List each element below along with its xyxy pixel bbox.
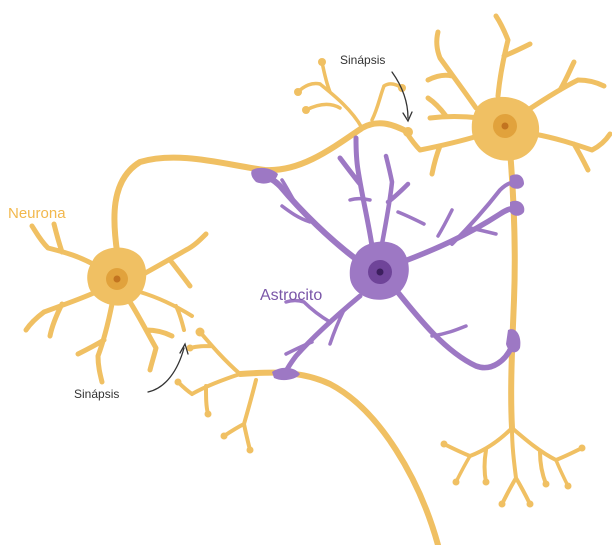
- synapse-top-label: Sinápsis: [340, 53, 385, 67]
- left-axon-terminal-branch: [372, 84, 402, 120]
- astrocyte: [251, 138, 524, 380]
- synaptic-knob: [441, 441, 448, 448]
- top-neuron: [406, 16, 610, 508]
- bottom-neuron-fiber: [175, 328, 439, 545]
- left-neuron-dendrite: [26, 292, 96, 336]
- left-neuron-dendrite: [140, 292, 192, 330]
- astrocyte-process: [432, 326, 466, 336]
- astrocyte-process: [340, 138, 372, 246]
- synaptic-knob: [247, 447, 254, 454]
- synaptic-knob: [453, 479, 460, 486]
- bottom-axon: [240, 373, 438, 545]
- left-neuron: [26, 58, 413, 382]
- astrocyte-process: [264, 176, 360, 262]
- astrocyte-process: [382, 156, 408, 244]
- synaptic-knob: [205, 411, 212, 418]
- synaptic-knob: [565, 483, 572, 490]
- bottom-dendrite-branch: [178, 374, 240, 414]
- neuron-label: Neurona: [8, 205, 66, 222]
- left-neuron-dendrite: [32, 224, 100, 268]
- top-neuron-dendrite: [406, 132, 478, 174]
- astrocyte-endfoot: [272, 368, 300, 380]
- left-neuron-dendrite: [130, 302, 172, 370]
- top-neuron-dendrite: [534, 134, 610, 170]
- synapse-top-arrow: [392, 72, 408, 118]
- synaptic-knob: [499, 501, 506, 508]
- top-neuron-axon: [510, 150, 515, 428]
- astrocyte-label: Astrocito: [260, 287, 322, 304]
- left-neuron-dendrite: [140, 234, 206, 286]
- synaptic-knob: [543, 481, 550, 488]
- synaptic-knob: [221, 433, 228, 440]
- synaptic-knob: [175, 379, 182, 386]
- astrocyte-endfoot: [510, 201, 524, 216]
- top-axon-terminal-branch: [444, 428, 512, 482]
- left-neuron-dendrite: [78, 304, 112, 382]
- astrocyte-endfoot: [510, 174, 524, 188]
- astrocyte-nucleolus: [377, 269, 384, 276]
- synaptic-knob: [527, 501, 534, 508]
- synaptic-knob: [302, 106, 310, 114]
- synaptic-knob: [483, 479, 490, 486]
- bottom-dendrite-branch: [224, 380, 256, 450]
- astrocyte-process: [284, 296, 360, 376]
- top-neuron-dendrite: [528, 62, 604, 110]
- top-axon-terminal-branch: [512, 428, 582, 484]
- synaptic-knob: [294, 88, 302, 96]
- left-axon-terminal-branch: [298, 62, 362, 128]
- left-neuron-nucleolus: [114, 276, 121, 283]
- bottom-dendrite-branch: [190, 332, 240, 374]
- synapse-bottom-label: Sinápsis: [74, 387, 119, 401]
- top-neuron-dendrite: [428, 32, 476, 108]
- top-neuron-nucleolus: [502, 123, 509, 130]
- top-neuron-dendrite: [496, 16, 530, 96]
- synaptic-knob: [579, 445, 586, 452]
- synaptic-knob: [318, 58, 326, 66]
- synaptic-knob: [196, 328, 205, 337]
